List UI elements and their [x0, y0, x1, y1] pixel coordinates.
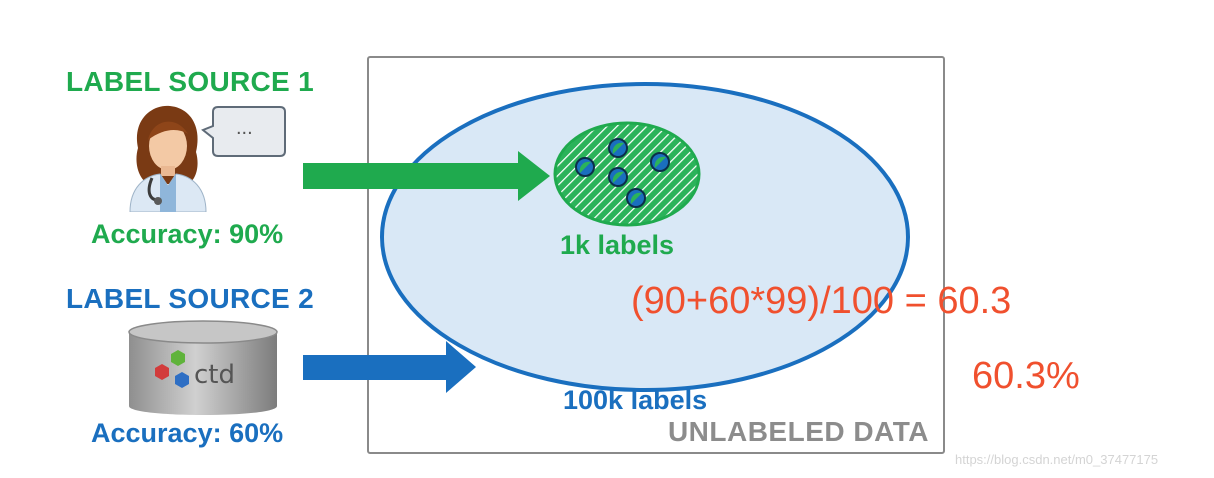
speech-bubble [201, 106, 286, 157]
data-point [626, 188, 646, 208]
green-arrow [303, 151, 550, 201]
data-point [608, 138, 628, 158]
result-annotation: 60.3% [972, 355, 1080, 397]
small-set-label: 1k labels [560, 230, 675, 260]
unlabeled-data-title: UNLABELED DATA [667, 416, 929, 447]
data-point [575, 157, 595, 177]
database-logo-text: ctd [194, 360, 235, 390]
unlabeled-data-box: UNLABELED DATA [367, 56, 945, 454]
watermark: https://blog.csdn.net/m0_37477175 [955, 452, 1159, 467]
large-set-label: 100k labels [563, 385, 708, 415]
label-source-1-accuracy: Accuracy: 90% [91, 219, 284, 249]
label-source-1-title: LABEL SOURCE 1 [66, 66, 314, 97]
data-points [575, 138, 670, 208]
doctor-icon [129, 105, 207, 212]
data-point [608, 167, 628, 187]
blue-arrow [303, 341, 476, 393]
large-data-ellipse [380, 82, 910, 392]
data-point [650, 152, 670, 172]
speech-bubble-text: ... [236, 117, 253, 139]
database-icon [128, 320, 278, 415]
label-source-2-title: LABEL SOURCE 2 [66, 283, 314, 314]
formula-annotation: (90+60*99)/100 = 60.3 [631, 280, 1012, 322]
label-source-2-accuracy: Accuracy: 60% [91, 418, 284, 448]
